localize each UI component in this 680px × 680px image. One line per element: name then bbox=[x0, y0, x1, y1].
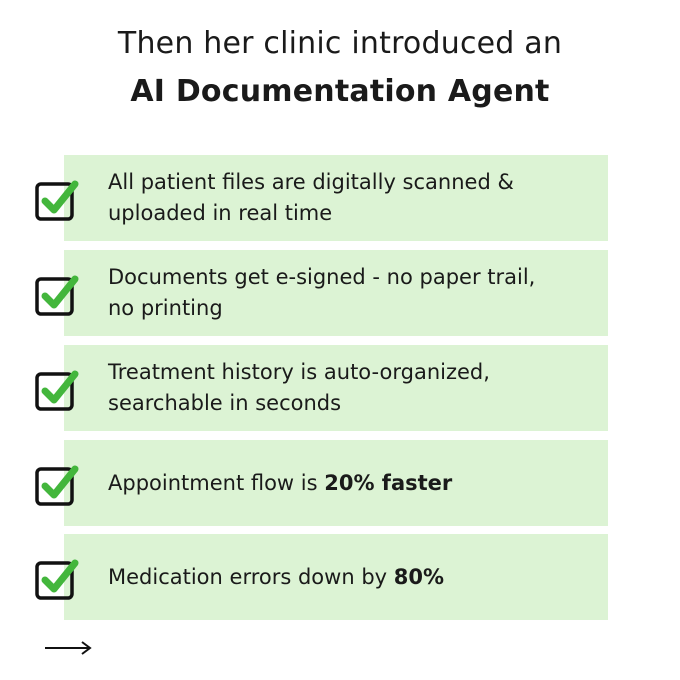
benefit-highlight: 80% bbox=[393, 564, 445, 589]
benefit-highlight: 20% faster bbox=[324, 470, 453, 495]
benefit-text-line-2: searchable in seconds bbox=[108, 391, 342, 415]
benefit-text-line-1: Documents get e-signed - no paper trail, bbox=[108, 265, 536, 289]
benefit-text: Medication errors down by 80% bbox=[108, 534, 588, 620]
benefit-text-line-1: All patient files are digitally scanned … bbox=[108, 170, 514, 194]
checkmark-box-icon bbox=[35, 370, 79, 411]
benefit-item-esign: Documents get e-signed - no paper trail,… bbox=[35, 250, 608, 336]
checkmark-box-icon bbox=[35, 275, 79, 316]
benefit-text: Documents get e-signed - no paper trail,… bbox=[108, 250, 588, 336]
checkmark-box-icon bbox=[35, 180, 79, 221]
benefit-text: Treatment history is auto-organized, sea… bbox=[108, 345, 588, 431]
benefit-text-line: Medication errors down by 80% bbox=[108, 562, 588, 593]
benefit-text: Appointment flow is 20% faster bbox=[108, 440, 588, 526]
benefit-text-line: Appointment flow is 20% faster bbox=[108, 468, 588, 499]
checkmark-box-icon bbox=[35, 465, 79, 506]
benefit-text-prefix: Appointment flow is bbox=[108, 470, 325, 495]
benefit-text-line-2: no printing bbox=[108, 296, 223, 320]
benefit-text-prefix: Medication errors down by bbox=[108, 564, 394, 589]
benefit-item-history: Treatment history is auto-organized, sea… bbox=[35, 345, 608, 431]
benefit-item-appointment: Appointment flow is 20% faster bbox=[35, 440, 608, 526]
title-line-2: AI Documentation Agent bbox=[130, 74, 550, 109]
benefit-text-line-2: uploaded in real time bbox=[108, 201, 333, 225]
right-arrow-icon[interactable] bbox=[44, 638, 92, 658]
benefit-text: All patient files are digitally scanned … bbox=[108, 155, 588, 241]
benefit-text-line-1: Treatment history is auto-organized, bbox=[108, 360, 490, 384]
title-line-1: Then her clinic introduced an bbox=[117, 26, 563, 61]
benefit-item-scanning: All patient files are digitally scanned … bbox=[35, 155, 608, 241]
checkmark-box-icon bbox=[35, 559, 79, 600]
benefit-item-medication: Medication errors down by 80% bbox=[35, 534, 608, 620]
